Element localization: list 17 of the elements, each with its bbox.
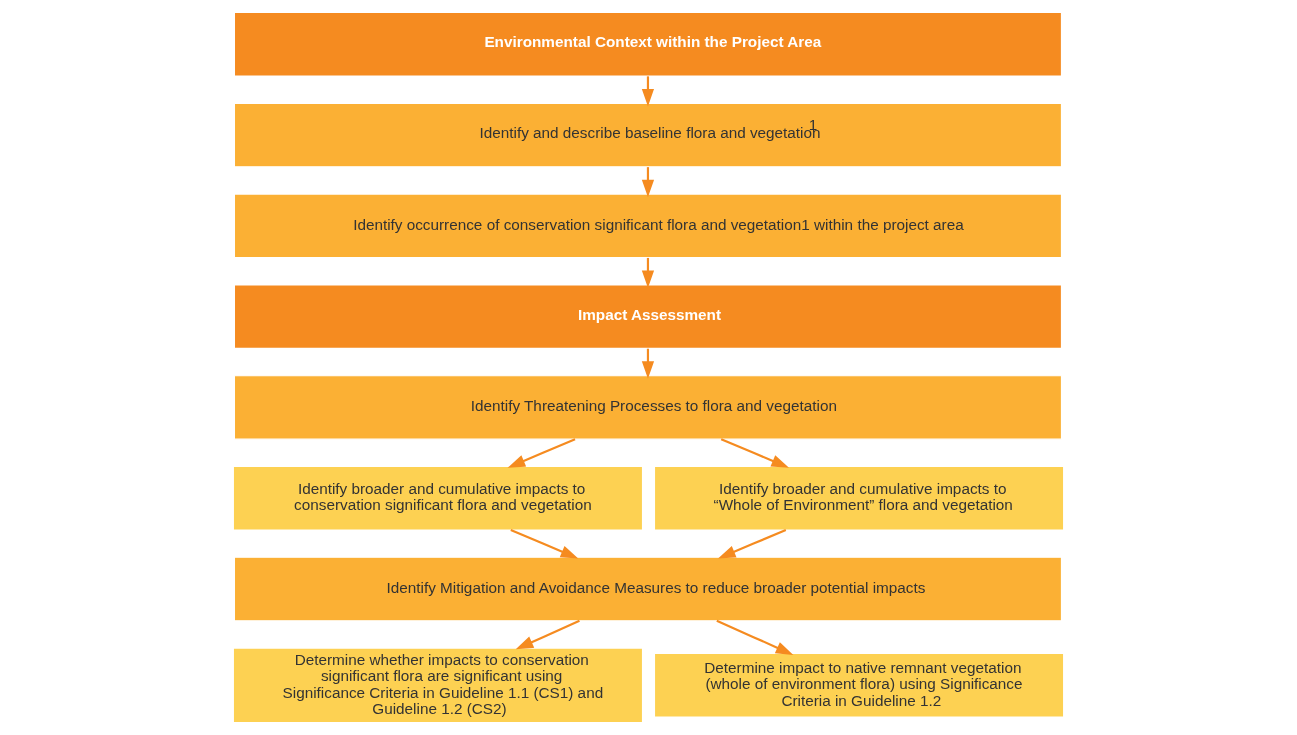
- node-box: Identify broader and cumulative impacts to “Whole of Environment” flora and vegetation: [653, 465, 1065, 531]
- arrow: [641, 167, 655, 198]
- arrow: [718, 529, 787, 559]
- arrow: [510, 529, 579, 559]
- node-box: Determine whether impacts to conservation significant flora are significant using Significance Criteria in Guideline 1.1 (CS1) and Guideline 1.2 (CS2): [232, 647, 644, 723]
- node-box: Identify Threatening Processes to flora and vegetation: [233, 375, 1062, 440]
- node-box: Identify occurrence of conservation significant flora and vegetation1 within the project area: [233, 193, 1062, 259]
- node-box: Impact Assessment: [233, 284, 1062, 349]
- node-box: Identify Mitigation and Avoidance Measures to reduce broader potential impacts: [233, 556, 1062, 622]
- arrow: [720, 438, 789, 468]
- node-box: Environmental Context within the Project Area: [233, 12, 1062, 77]
- arrow: [515, 619, 580, 650]
- arrow: [716, 619, 794, 655]
- node-box: Identify broader and cumulative impacts to conservation significant flora and vegetation: [232, 465, 644, 531]
- arrow: [507, 438, 576, 468]
- arrow: [641, 76, 655, 107]
- node-box: Determine impact to native remnant vegetation (whole of environment flora) using Significance Criteria in Guideline 1.2: [653, 653, 1065, 718]
